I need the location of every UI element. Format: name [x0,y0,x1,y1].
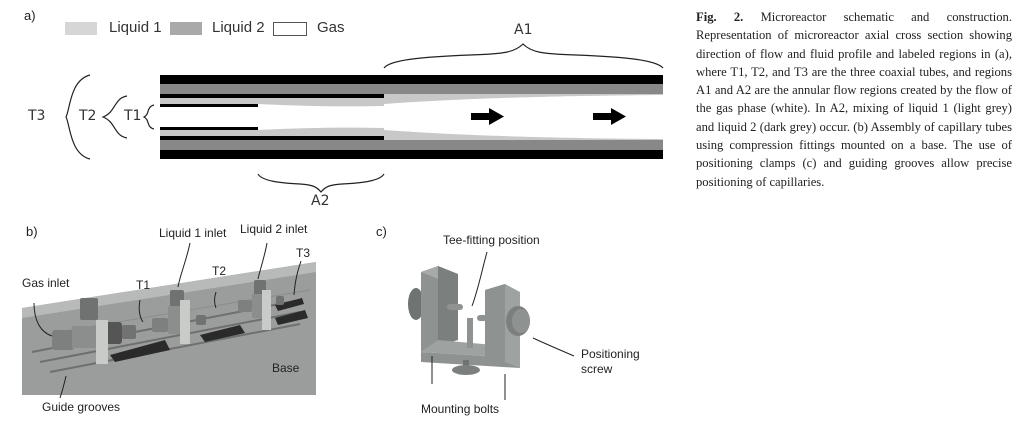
legend-swatch-liquid2 [170,22,202,35]
liquid2-annulus-bottom [160,140,663,150]
label-positioning-screw: Positioning [581,347,640,361]
brace-t1 [142,104,155,130]
t1-wall-top [160,104,258,107]
panel-b-label: b) [26,224,38,239]
legend-label-liquid2: Liquid 2 [212,19,265,36]
caption-prefix: Fig. 2. [696,10,744,24]
figure-caption: Fig. 2. Microreactor schematic and const… [696,8,1012,191]
liquid1-taper-top [258,104,384,107]
fitting-2 [152,290,206,344]
t3-wall-top [160,75,663,84]
label-liquid2-inlet: Liquid 2 inlet [240,222,308,236]
liquid2-annulus-top [160,84,663,94]
brace-t3 [65,74,91,160]
brace-a2 [257,173,385,193]
leader-t3 [293,260,302,296]
label-a2: A2 [311,193,330,209]
label-tee-fitting: Tee-fitting position [443,233,540,247]
guide-groove-2 [39,311,301,363]
leader-gas-inlet [33,302,53,337]
leader-tee-fitting [471,251,488,307]
label-base: Base [272,361,300,375]
brace-a1 [383,43,664,69]
guide-groove-3 [49,323,301,373]
leader-guide-grooves [59,375,67,399]
label-guide-grooves: Guide grooves [42,400,121,414]
label-mounting-bolts: Mounting bolts [421,402,500,416]
leader-liquid2 [257,242,268,280]
liquid1-annulus-top [160,98,384,104]
t3-wall-bottom [160,150,663,159]
label-liquid1-inlet: Liquid 1 inlet [159,226,227,240]
flow-arrow-2 [593,108,626,125]
mounting-bolt-knob [452,365,480,375]
leader-positioning-screw [532,337,575,357]
leader-liquid1 [177,242,191,288]
label-t2: T2 [79,108,97,124]
t2-wall-top [160,94,384,98]
liquid1-annulus-bottom [160,130,384,136]
legend-label-gas: Gas [317,19,345,36]
caption-text: Microreactor schematic and construction.… [696,10,1013,189]
t1-wall-bottom [160,127,258,130]
left-knob [408,288,424,320]
leader-t2 [214,291,217,309]
label-gas-inlet: Gas inlet [22,276,70,290]
fitting-3 [238,280,284,330]
label-positioning-screw-2: screw [581,362,613,376]
liquid-film-top [384,94,663,104]
label-b-t2: T2 [212,264,227,278]
legend-swatch-gas [273,22,307,36]
panel-c-label: c) [376,224,387,239]
liquid-film-bottom [384,130,663,140]
label-t1: T1 [124,108,142,124]
legend-label-liquid1: Liquid 1 [109,19,162,36]
brace-t2 [101,95,128,139]
label-b-t1: T1 [136,278,151,292]
label-b-t3: T3 [296,246,311,260]
liquid1-taper-bottom [258,127,384,130]
legend-swatch-liquid1 [65,22,97,35]
label-t3: T3 [28,108,46,124]
label-a1: A1 [514,22,533,38]
fitting-1 [52,298,136,364]
t2-wall-bottom [160,136,384,140]
flow-arrow-1 [471,108,504,125]
leader-t1 [138,299,144,323]
panel-a-label: a) [24,8,36,23]
